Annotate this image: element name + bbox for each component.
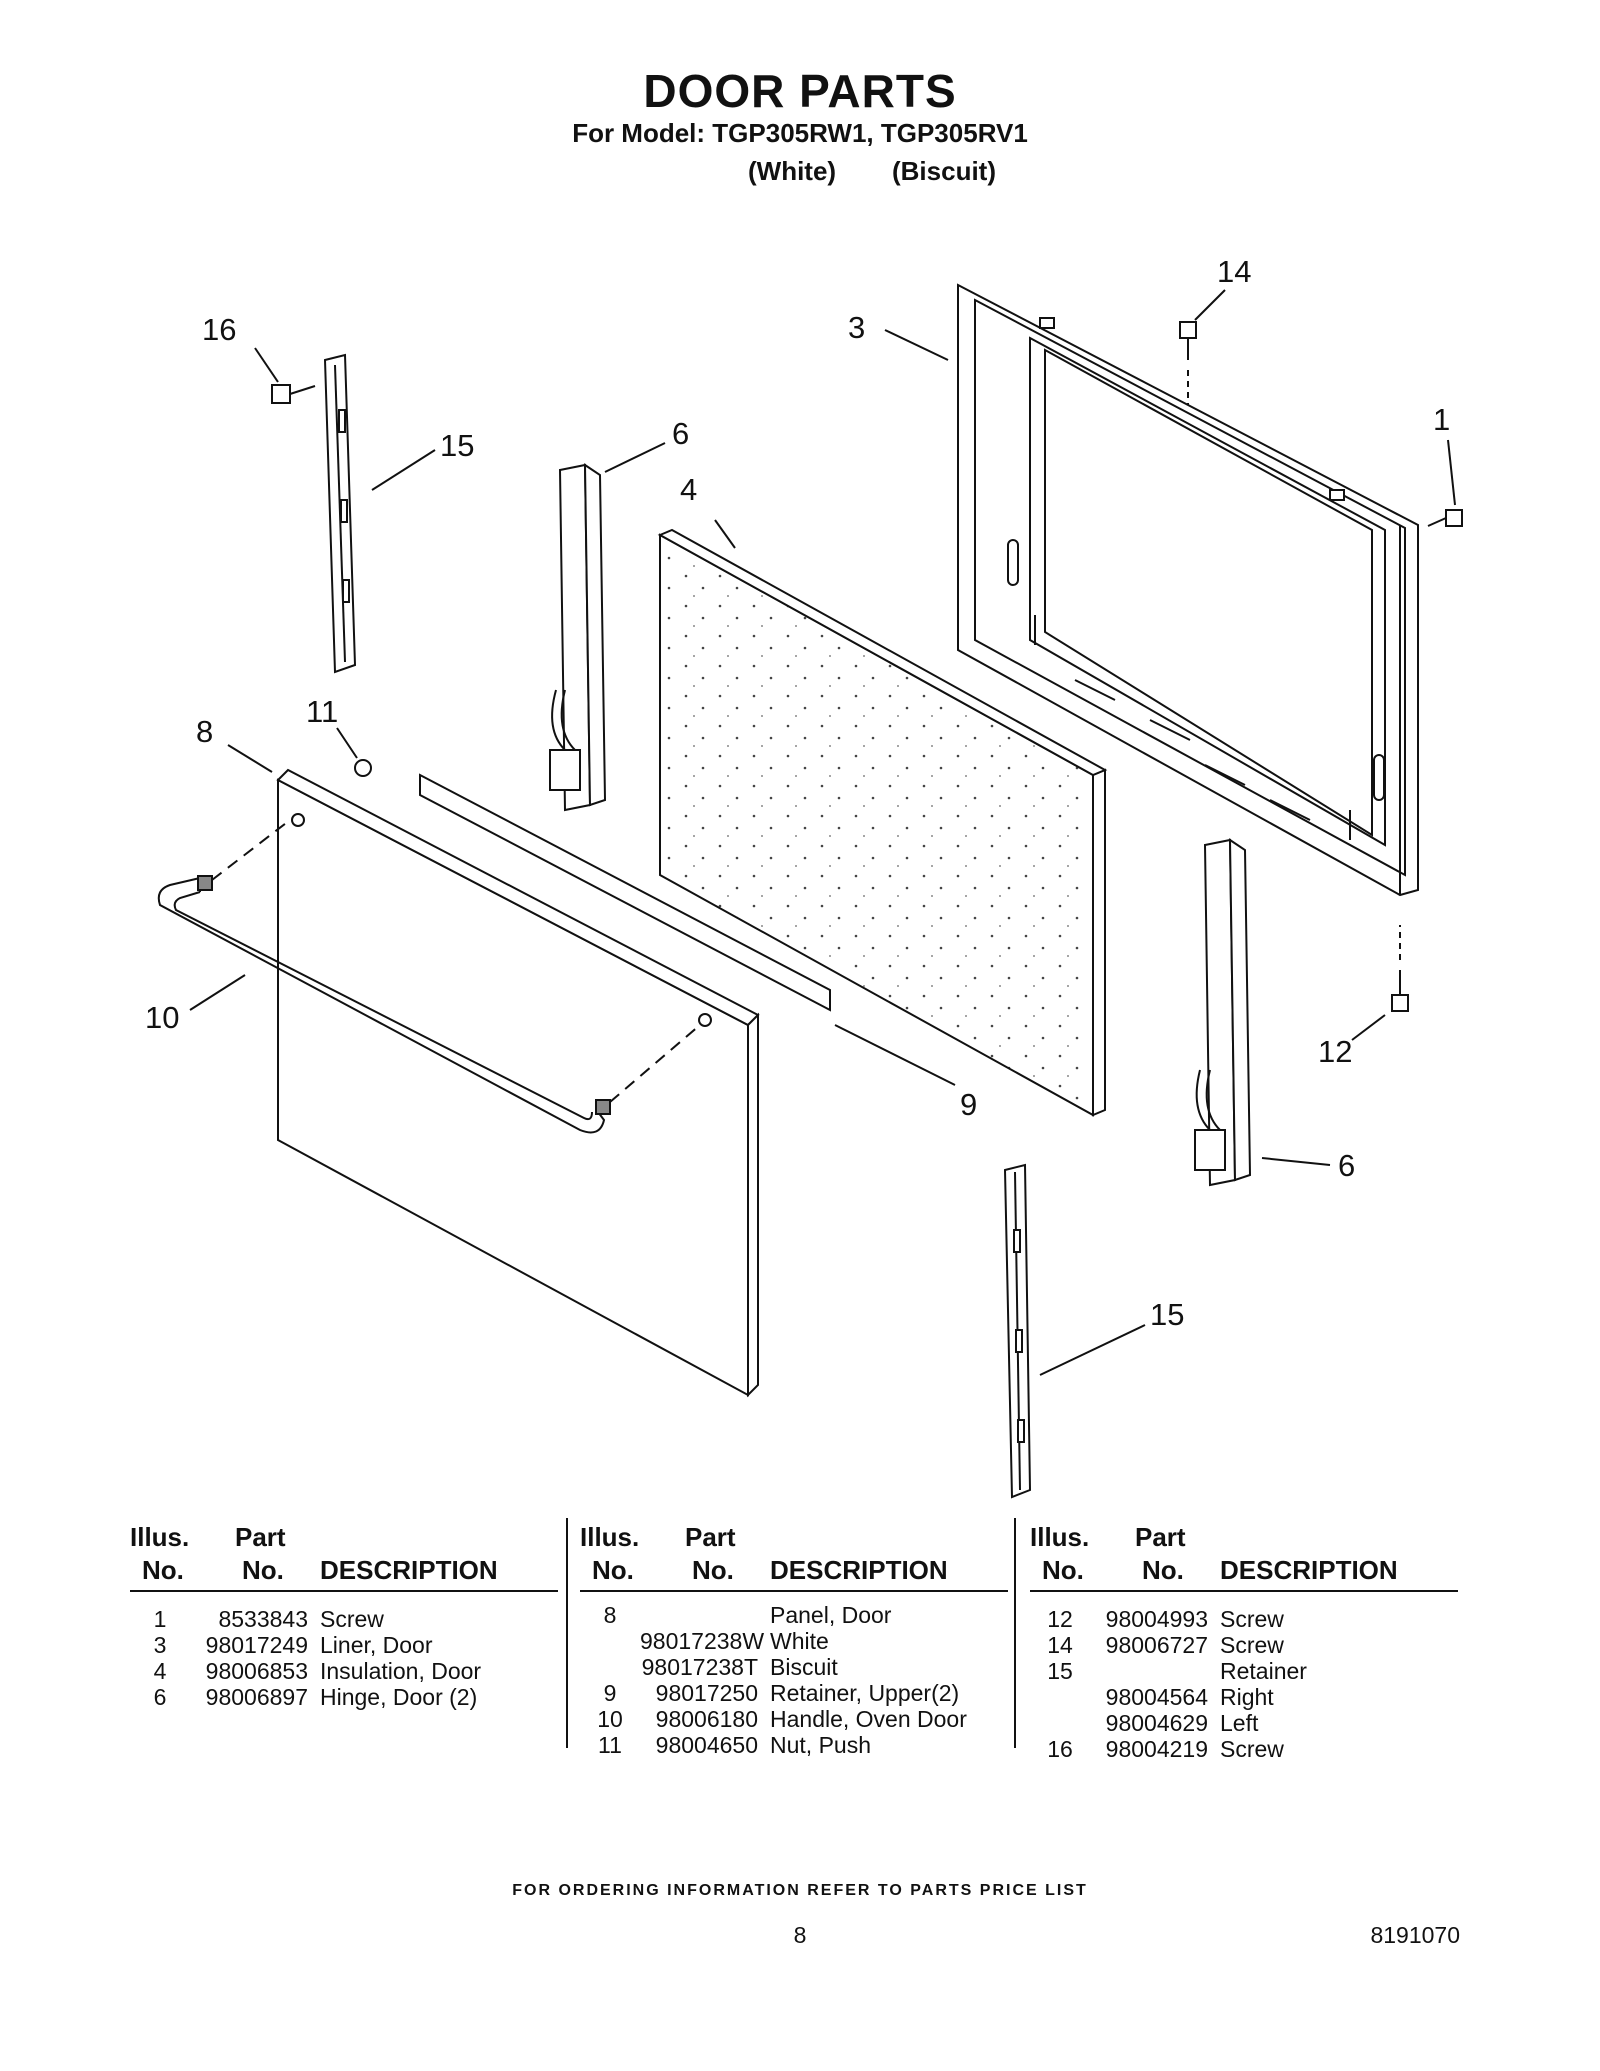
door-panel — [276, 768, 760, 1398]
header-part-no: No. — [1142, 1555, 1184, 1585]
header-description: DESCRIPTION — [1220, 1555, 1398, 1585]
header-description: DESCRIPTION — [770, 1555, 948, 1585]
header-rule — [580, 1590, 1008, 1592]
column-divider — [566, 1518, 568, 1748]
color-label-biscuit: (Biscuit) — [892, 156, 996, 186]
header-part: Part — [1135, 1522, 1186, 1552]
callout-6-top: 6 — [672, 416, 689, 451]
callout-4: 4 — [680, 472, 697, 507]
screw-1 — [1427, 509, 1463, 527]
header-illus: Illus. — [580, 1522, 640, 1552]
header-rule — [1030, 1590, 1458, 1592]
callout-1: 1 — [1433, 402, 1450, 437]
header-description: DESCRIPTION — [320, 1555, 498, 1585]
ordering-note: FOR ORDERING INFORMATION REFER TO PARTS … — [512, 1882, 1088, 1899]
retainer-right-bottom — [1003, 1163, 1032, 1499]
callout-9: 9 — [960, 1087, 977, 1122]
upper-retainer-strip — [419, 773, 831, 1012]
header-illus: Illus. — [1030, 1522, 1090, 1552]
callout-3: 3 — [848, 310, 865, 345]
callout-8: 8 — [196, 714, 213, 749]
push-nut-11 — [354, 759, 372, 777]
model-subtitle: For Model: TGP305RW1, TGP305RV1 — [572, 118, 1028, 148]
exploded-parts-diagram: 16 15 6 4 3 14 1 11 8 10 9 12 6 15 — [145, 254, 1463, 1499]
header-part: Part — [685, 1522, 736, 1552]
header-rule — [130, 1590, 558, 1592]
header-part-no: No. — [692, 1555, 734, 1585]
screw-16 — [271, 384, 316, 404]
header-illus-no: No. — [142, 1555, 184, 1585]
page-title: DOOR PARTS — [643, 65, 957, 117]
callout-14: 14 — [1217, 254, 1251, 289]
document-number: 8191070 — [1370, 1922, 1460, 1948]
oven-door-handle — [157, 819, 701, 1134]
callout-16: 16 — [202, 312, 236, 347]
door-liner-frame — [957, 283, 1419, 897]
callout-15-top: 15 — [440, 428, 474, 463]
color-label-white: (White) — [748, 156, 837, 186]
page-number: 8 — [793, 1922, 807, 1948]
leader-arrows — [189, 289, 1456, 1376]
header-illus-no: No. — [1042, 1555, 1084, 1585]
callout-15-bottom: 15 — [1150, 1297, 1184, 1332]
screw-14 — [1179, 321, 1197, 405]
door-insulation — [657, 528, 1108, 1117]
column-divider — [1014, 1518, 1016, 1748]
retainer-left-top — [323, 353, 357, 674]
door-hinge-lower — [1194, 838, 1252, 1187]
callout-10: 10 — [145, 1000, 179, 1035]
header-illus-no: No. — [592, 1555, 634, 1585]
callout-12: 12 — [1318, 1034, 1352, 1069]
header-part: Part — [235, 1522, 286, 1552]
header-illus: Illus. — [130, 1522, 190, 1552]
callout-11: 11 — [306, 694, 338, 729]
header-part-no: No. — [242, 1555, 284, 1585]
screw-12 — [1391, 925, 1409, 1012]
door-hinge-upper — [549, 463, 607, 812]
callout-6-bottom: 6 — [1338, 1148, 1355, 1183]
